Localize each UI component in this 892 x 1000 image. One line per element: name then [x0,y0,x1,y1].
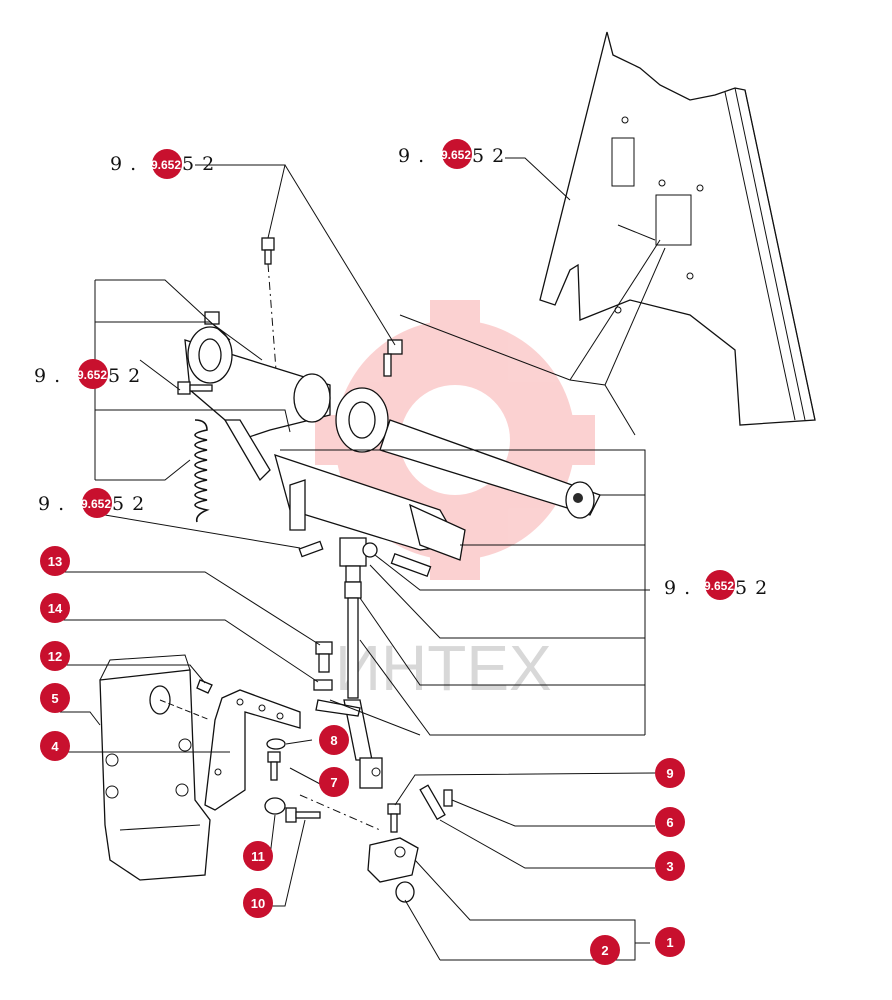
callout-8: 8 [319,725,349,755]
callout-10-label: 10 [251,896,265,911]
pin-6 [443,789,453,807]
clevis-upper [339,537,378,599]
callout-11: 11 [243,841,273,871]
callout-2: 2 [590,935,620,965]
ref-badge: 9.652 [151,158,181,172]
ref-badge: 9.652 [441,148,471,162]
ref-label-1: 9 . 9.652 5 2 [110,149,215,179]
callout-3: 3 [655,851,685,881]
callout-12: 12 [40,641,70,671]
ref-prefix: 9 . [34,365,61,387]
ref-badge: 9.652 [81,497,111,511]
watermark-text: ИНТЕХ [335,632,552,704]
callout-14: 14 [40,593,70,623]
callout-5: 5 [40,683,70,713]
clevis-1 [367,837,419,883]
ref-prefix: 9 . [398,145,425,167]
callout-1-label: 1 [666,935,673,950]
ref-suffix: 5 2 [108,365,141,387]
callout-1: 1 [655,927,685,957]
callout-13-label: 13 [48,554,62,569]
ref-prefix: 9 . [38,493,65,515]
pedal-bracket [184,326,601,561]
callout-14-label: 14 [48,601,63,616]
callout-5-label: 5 [51,691,58,706]
lever-arm [315,699,361,717]
bolt-right [383,339,403,377]
mounting-bracket [204,689,301,811]
bolt-10 [285,807,321,823]
callout-7: 7 [319,767,349,797]
ref-label-2: 9 . 9.652 5 2 [398,139,505,169]
callout-4: 4 [40,731,70,761]
master-cylinder [99,654,211,881]
washer-11 [264,797,286,815]
callout-12-label: 12 [48,649,62,664]
return-spring [194,419,210,523]
ref-label-5: 9 . 9.652 5 2 [664,570,768,600]
callout-9-label: 9 [666,766,673,781]
callout-13: 13 [40,546,70,576]
callout-7-label: 7 [330,775,337,790]
washer-8 [266,738,286,750]
callout-3-label: 3 [666,859,673,874]
screw-7 [267,751,281,781]
ref-suffix: 5 2 [112,493,145,515]
ref-badge: 9.652 [77,368,107,382]
bushing-2 [395,881,415,903]
pin-small [298,540,324,558]
ref-badge: 9.652 [704,579,734,593]
ref-suffix: 5 2 [735,577,768,599]
bolt-9 [387,803,401,833]
bolt-13 [315,641,333,673]
pin-3 [419,784,446,821]
clip-12 [196,679,213,694]
callout-9: 9 [655,758,685,788]
ref-suffix: 5 2 [472,145,505,167]
screw-left [177,381,213,395]
callout-6: 6 [655,807,685,837]
ref-label-4: 9 . 9.652 5 2 [38,488,145,518]
callout-2-label: 2 [601,943,608,958]
callout-6-label: 6 [666,815,673,830]
callout-4-label: 4 [51,739,59,754]
callout-8-label: 8 [330,733,337,748]
ref-prefix: 9 . [664,577,691,599]
pin-long [390,552,432,578]
ref-prefix: 9 . [110,153,137,175]
ref-suffix: 5 2 [182,153,215,175]
mounting-panel [539,31,816,426]
callout-10: 10 [243,888,273,918]
callout-11-label: 11 [251,849,265,864]
ref-label-3: 9 . 9.652 5 2 [34,359,141,389]
bolt-top [261,237,275,265]
nut-14 [313,679,333,691]
